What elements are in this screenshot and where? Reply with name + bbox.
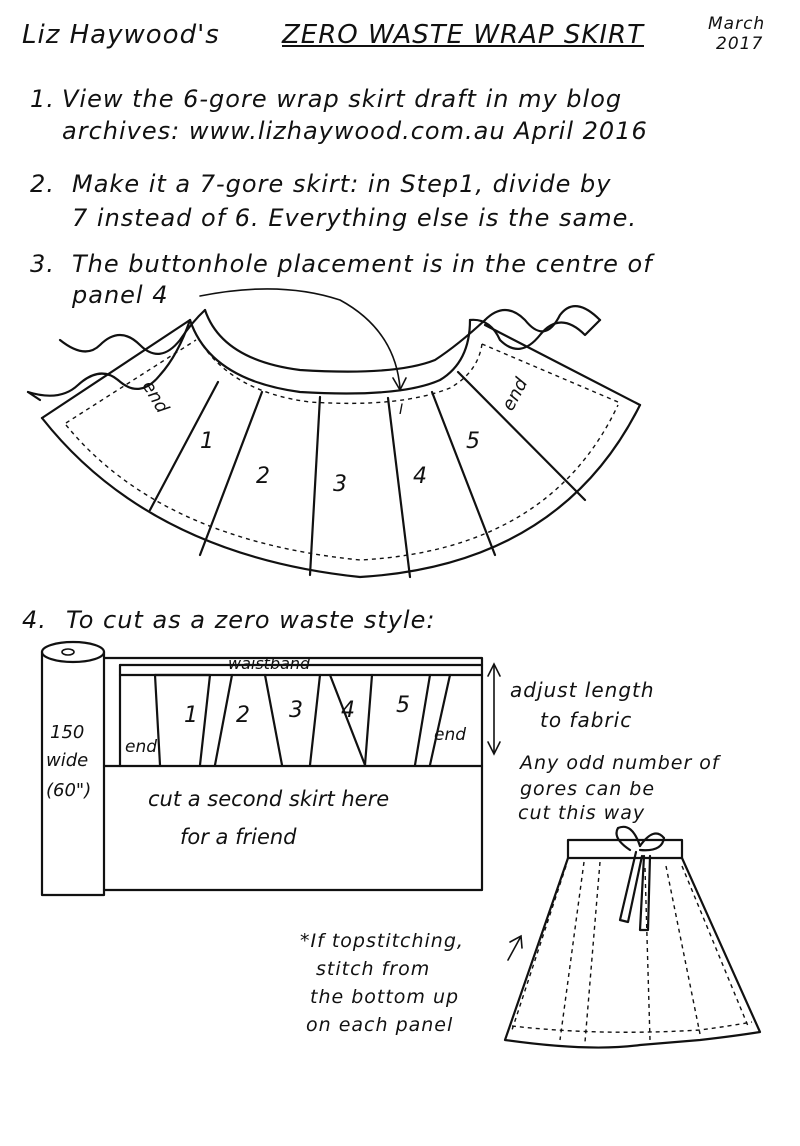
- roll-width-label-1: 150: [50, 722, 84, 743]
- skirt-seam-6: [681, 865, 749, 1027]
- date-year: 2017: [716, 34, 764, 54]
- adjust-note-line-1: adjust length: [510, 678, 655, 702]
- roll-width-label-3: (60"): [46, 780, 91, 801]
- odd-note-line-2: gores can be: [520, 778, 656, 800]
- adjust-length-arrow-top: [487, 662, 501, 677]
- panel-label-3: 3: [333, 472, 347, 497]
- page-title: ZERO WASTE WRAP SKIRT: [282, 20, 644, 50]
- layout-end-right: end: [434, 725, 466, 745]
- layout-panel-2: 2: [236, 703, 250, 728]
- skirt-waistband: [566, 838, 684, 860]
- second-skirt-line-1: cut a second skirt here: [148, 787, 389, 811]
- skirt-outline: [503, 856, 762, 1049]
- panel-line-6: [456, 370, 587, 502]
- gore-edge-c: [263, 673, 284, 767]
- right-end-stitch: [481, 343, 619, 403]
- right-tie-bottom: [468, 318, 602, 350]
- panel-label-1: 1: [200, 429, 214, 454]
- buttonhole-mark: I: [399, 402, 403, 418]
- step-1-line-1: View the 6-gore wrap skirt draft in my b…: [62, 85, 623, 113]
- fabric-layout-diagram: waistband end end 1 2 3 4 5 150 wide (60…: [40, 640, 501, 897]
- panel-line-5: [430, 390, 497, 557]
- topstitch-arrowhead: [509, 934, 523, 949]
- right-end-edge: [483, 323, 642, 407]
- topstitch-note-line-4: on each panel: [306, 1014, 454, 1036]
- panel-label-4: 4: [413, 464, 427, 489]
- step-1-number: 1.: [30, 85, 55, 113]
- waistband-label: waistband: [228, 654, 311, 673]
- roll-width-label-2: wide: [46, 750, 88, 771]
- step-2-line-1: Make it a 7-gore skirt: in Step1, divide…: [72, 170, 612, 198]
- gore-edge-d: [308, 673, 322, 767]
- skirt-seam-2: [559, 861, 585, 1041]
- panel-label-2: 2: [256, 464, 270, 489]
- waistband-outer: [188, 318, 472, 395]
- layout-panel-3: 3: [289, 698, 303, 723]
- step-1-line-2: archives: www.lizhaywood.com.au April 20…: [62, 117, 648, 145]
- skirt-seam-3: [584, 861, 601, 1043]
- end-label-left: end: [138, 377, 173, 417]
- hem-stitch-line: [65, 404, 619, 561]
- layout-panel-1: 1: [184, 703, 198, 728]
- fabric-outline: [102, 656, 484, 892]
- odd-note-line-1: Any odd number of: [520, 752, 720, 774]
- skirt-seam-1: [511, 865, 567, 1031]
- step-3-line-2: panel 4: [72, 281, 169, 309]
- gore-edge-i: [153, 673, 162, 767]
- step-3-number: 3.: [30, 250, 55, 278]
- step-4-line-1: To cut as a zero waste style:: [66, 606, 436, 634]
- left-end-edge: [40, 318, 192, 420]
- gore-edge-b: [213, 673, 234, 767]
- step-2-number: 2.: [30, 170, 55, 198]
- panel-label-5: 5: [466, 429, 480, 454]
- panel-line-2: [198, 390, 264, 557]
- panel-line-4: [386, 396, 412, 579]
- bow-tail-left: [618, 850, 644, 924]
- layout-panel-5: 5: [396, 693, 410, 718]
- gore-edge-a: [153, 673, 212, 767]
- pointer-arrow-line: [199, 288, 401, 389]
- left-tie-end: [26, 390, 42, 402]
- second-skirt-line-2: for a friend: [180, 825, 297, 849]
- skirt-seam-5: [665, 865, 701, 1035]
- topstitch-note-line-2: stitch from: [316, 958, 431, 980]
- gore-edge-e: [328, 673, 367, 767]
- left-tie-top: [58, 308, 207, 355]
- gore-edge-g: [413, 673, 432, 767]
- adjust-note-line-2: to fabric: [540, 708, 633, 732]
- bow-tail-right: [638, 854, 652, 932]
- waistband-inner: [203, 308, 487, 373]
- bow-loop-right: [638, 832, 666, 852]
- step-4-number: 4.: [22, 606, 47, 634]
- date-month: March: [708, 14, 766, 34]
- panel-line-3: [308, 395, 322, 577]
- fabric-roll-core: [61, 648, 75, 656]
- layout-panel-4: 4: [341, 698, 355, 723]
- gore-edge-h: [428, 673, 452, 767]
- topstitch-arrow-line: [507, 937, 521, 961]
- step-3-line-1: The buttonhole placement is in the centr…: [72, 250, 653, 278]
- topstitch-note-line-1: *If topstitching,: [300, 930, 464, 952]
- panel-line-1: [148, 380, 220, 512]
- right-tie-top: [483, 305, 602, 333]
- skirt-hem-stitch: [511, 1021, 753, 1033]
- fabric-roll-top: [40, 640, 106, 664]
- adjust-length-arrow-bottom: [487, 741, 501, 756]
- author-name: Liz Haywood's: [22, 20, 220, 50]
- circle-skirt-diagram: end end 1 2 3 4 5 I: [26, 288, 642, 579]
- step-2-line-2: 7 instead of 6. Everything else is the s…: [72, 204, 638, 232]
- fabric-roll-body: [40, 650, 106, 897]
- bow-loop-left: [615, 825, 642, 852]
- layout-end-left: end: [125, 737, 157, 757]
- odd-note-line-3: cut this way: [518, 802, 646, 824]
- gore-edge-f: [363, 673, 374, 767]
- left-tie-bottom: [26, 318, 192, 397]
- end-label-right: end: [498, 374, 533, 414]
- finished-skirt-sketch: [503, 825, 762, 1049]
- topstitch-note-line-3: the bottom up: [310, 986, 460, 1008]
